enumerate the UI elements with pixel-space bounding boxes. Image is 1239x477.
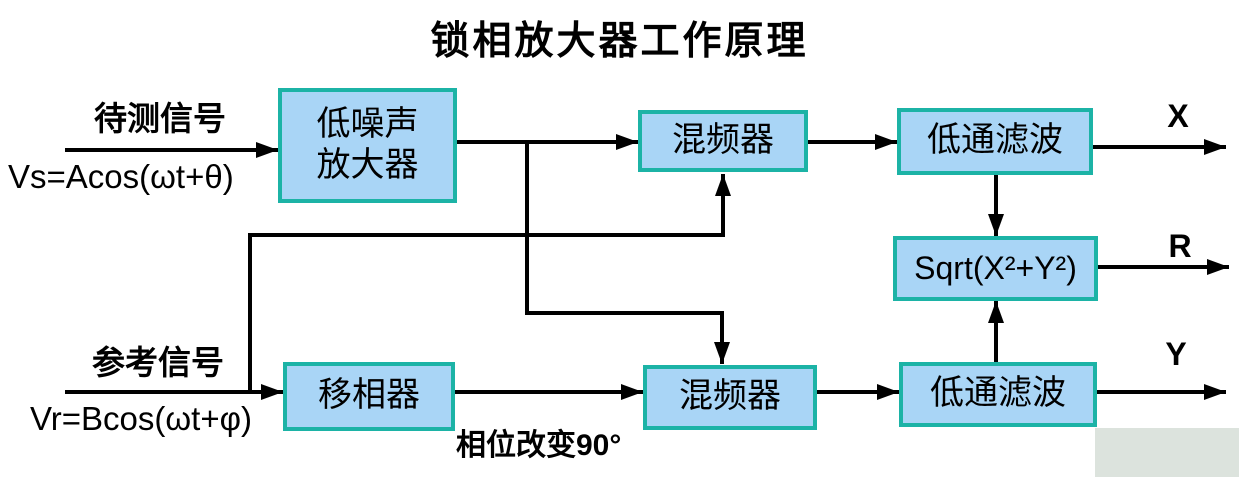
node-magnitude: Sqrt(X²+Y²) [893,236,1098,301]
node-low-noise-amplifier-label: 低噪声 放大器 [316,106,419,184]
node-magnitude-label: Sqrt(X²+Y²) [914,249,1077,286]
phase-shift-annotation: 相位改变90° [456,429,622,462]
node-lowpass-filter-bottom-label: 低通滤波 [930,375,1066,413]
node-phase-shifter: 移相器 [283,362,455,431]
reference-input-formula: Vr=Bcos(ωt+φ) [30,400,252,437]
node-lowpass-filter-bottom: 低通滤波 [899,362,1097,427]
signal-input-label: 待测信号 [94,102,226,138]
wire-reference-branch-to-mixer-top [248,174,731,392]
corner-rectangle [1095,428,1239,477]
node-mixer-top: 混频器 [638,110,808,172]
reference-input-label: 参考信号 [92,346,224,382]
wire-signal-branch-to-mixer-bottom [525,142,730,364]
node-low-noise-amplifier: 低噪声 放大器 [278,88,457,203]
node-lowpass-filter-top: 低通滤波 [897,108,1093,175]
node-lowpass-filter-top-label: 低通滤波 [927,122,1063,160]
diagram-title: 锁相放大器工作原理 [430,20,809,63]
node-mixer-bottom: 混频器 [643,365,817,430]
output-r-label: R [1168,228,1192,264]
output-y-label: Y [1165,336,1187,372]
output-x-label: X [1167,98,1189,134]
node-mixer-bottom-label: 混频器 [679,378,781,416]
signal-input-formula: Vs=Acos(ωt+θ) [8,158,234,195]
node-mixer-top-label: 混频器 [672,121,774,159]
node-phase-shifter-label: 移相器 [318,377,420,415]
